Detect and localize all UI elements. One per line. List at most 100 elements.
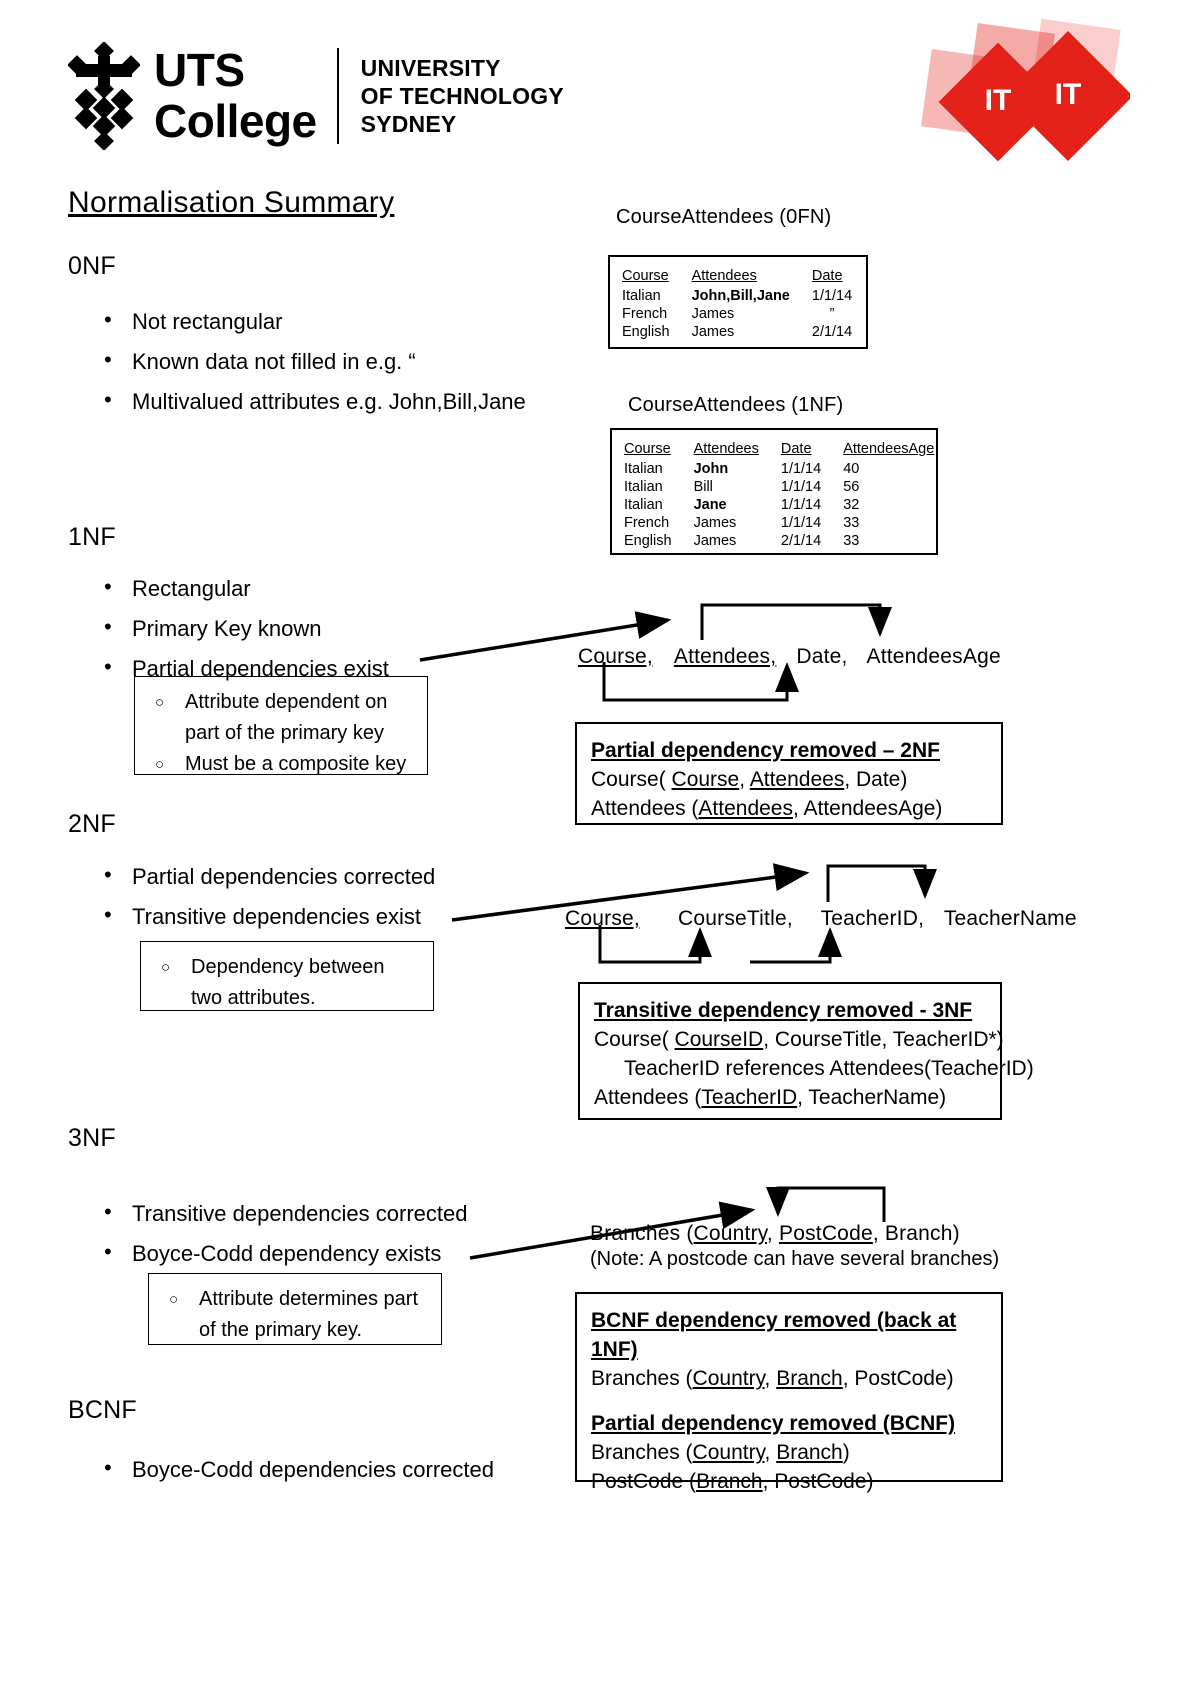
table-cell: French — [624, 515, 670, 531]
result-box-heading: Partial dependency removed – 2NF — [591, 739, 940, 762]
txt: Attendees ( — [594, 1086, 702, 1109]
it-diamonds-logo: IT IT — [910, 18, 1134, 173]
result-box-bcnf: BCNF dependency removed (back at 1NF) Br… — [575, 1292, 1003, 1493]
table-cell: Italian — [624, 497, 663, 513]
result-line-2: Branches (Country, Branch) — [591, 1438, 987, 1467]
dependency-bracket-bcnf — [766, 1186, 886, 1222]
dep-attr-teacherid: TeacherID, — [820, 907, 925, 930]
brand-line-1: UTS — [154, 44, 245, 96]
university-name: UNIVERSITY OF TECHNOLOGY SYDNEY — [361, 54, 564, 138]
table-cell: Jane — [693, 497, 727, 513]
txt: , — [764, 1367, 777, 1390]
table-cell: 33 — [843, 515, 860, 531]
txt: , Date) — [844, 768, 908, 791]
list-item: Boyce-Codd dependency exists — [92, 1235, 562, 1271]
list-item: Boyce-Codd dependencies corrected — [92, 1451, 562, 1487]
sub-item-text-cont: of the primary key. — [199, 1319, 363, 1341]
dep-attr-coursetitle: CourseTitle, — [678, 907, 793, 930]
table-cell: Bill — [693, 479, 713, 495]
txt: , PostCode) — [842, 1367, 954, 1390]
list-item: Must be a composite key — [145, 749, 415, 780]
uts-emblem-icon — [67, 41, 141, 151]
dep-attr-course: Course, — [578, 645, 653, 668]
table-row: French James 1/1/14 33 — [624, 514, 934, 532]
table-cell: Italian — [622, 288, 661, 304]
table-cell: 1/1/14 — [780, 461, 822, 477]
key-attendees: Attendees — [698, 797, 793, 820]
txt: ) — [842, 1441, 850, 1464]
dep-attr-attendeesage: AttendeesAge — [866, 645, 1001, 668]
table-cell: James — [693, 515, 737, 531]
txt: , CourseTitle, TeacherID*) — [763, 1028, 1004, 1051]
section-label-0nf: 0NF — [68, 252, 116, 280]
column-header: Attendees — [693, 441, 759, 457]
list-item: Transitive dependencies corrected — [92, 1195, 562, 1231]
table-cell: English — [622, 324, 670, 340]
txt: Branches ( — [591, 1367, 693, 1390]
table-cell: 40 — [843, 461, 860, 477]
bullet-list-3nf: Transitive dependencies corrected Boyce-… — [92, 1195, 562, 1277]
table-row: Italian Jane 1/1/14 32 — [624, 496, 934, 514]
txt: , AttendeesAge) — [792, 797, 943, 820]
table-row: Italian Bill 1/1/14 56 — [624, 478, 934, 496]
bullet-list-bcnf: Boyce-Codd dependencies corrected — [92, 1451, 562, 1493]
data-table-0nf: Course Attendees Date Italian John,Bill,… — [608, 255, 868, 349]
table-cell: 1/1/14 — [780, 497, 822, 513]
section-label-2nf: 2NF — [68, 810, 116, 838]
table-cell: John,Bill,Jane — [691, 288, 790, 304]
sub-item-text: Attribute dependent on — [185, 691, 388, 713]
result-box-heading-2: Partial dependency removed (BCNF) — [591, 1412, 956, 1435]
sub-note-box-1nf: Attribute dependent on part of the prima… — [134, 676, 428, 780]
list-item: Partial dependencies corrected — [92, 858, 562, 894]
key-branch: Branch — [696, 1470, 763, 1493]
it-badge-text-2: IT — [1055, 78, 1082, 111]
result-line-3: PostCode (Branch, PostCode) — [591, 1467, 987, 1496]
list-item: Attribute determines part of the primary… — [159, 1284, 429, 1346]
dep-attr-date: Date, — [796, 645, 848, 668]
postcode-note: (Note: A postcode can have several branc… — [590, 1248, 1000, 1270]
key-courseid: CourseID — [674, 1028, 764, 1051]
txt: , — [766, 1222, 779, 1245]
txt: , — [739, 768, 750, 791]
key-attendees: Attendees — [749, 768, 845, 791]
txt: Course( — [591, 768, 672, 791]
txt: Attendees ( — [591, 797, 699, 820]
brand-line-2: College — [154, 95, 317, 147]
list-item: Transitive dependencies exist — [92, 898, 562, 934]
table-cell: 32 — [843, 497, 860, 513]
table-cell: 33 — [843, 533, 860, 549]
result-box-heading-1: BCNF dependency removed (back at 1NF) — [591, 1309, 957, 1361]
list-item: Primary Key known — [92, 610, 572, 646]
dependency-row-2nf: Course, CourseTitle, TeacherID, TeacherN… — [565, 907, 1077, 931]
txt: , Branch) — [872, 1222, 960, 1245]
table-cell: 2/1/14 — [811, 324, 853, 340]
column-header: Course — [624, 441, 671, 457]
section-label-bcnf: BCNF — [68, 1396, 137, 1424]
key-teacherid: TeacherID — [701, 1086, 798, 1109]
txt: , — [764, 1441, 777, 1464]
table-header-row: Course Attendees Date AttendeesAge — [624, 440, 934, 460]
table-cell: ” — [829, 306, 835, 322]
table-cell: James — [691, 324, 735, 340]
table-cell: 1/1/14 — [780, 479, 822, 495]
list-item: Known data not filled in e.g. “ — [92, 343, 612, 379]
table-row: Italian John,Bill,Jane 1/1/14 — [622, 287, 874, 305]
column-header: Date — [811, 268, 843, 284]
sub-item-text-cont: two attributes. — [191, 987, 316, 1009]
table-cell: 1/1/14 — [811, 288, 853, 304]
result-box-3nf: Transitive dependency removed - 3NF Cour… — [578, 982, 1034, 1120]
column-header: Date — [780, 441, 812, 457]
table-cell: English — [624, 533, 672, 549]
table-cell: James — [691, 306, 735, 322]
key-country: Country — [693, 1222, 767, 1245]
uts-college-logo: UTS College UNIVERSITY OF TECHNOLOGY SYD… — [67, 41, 564, 151]
section-label-1nf: 1NF — [68, 523, 116, 551]
dep-attr-attendees: Attendees, — [673, 645, 777, 668]
table-caption-0nf: CourseAttendees (0FN) — [616, 206, 832, 228]
bullet-list-0nf: Not rectangular Known data not filled in… — [92, 303, 612, 425]
list-item: Dependency between two attributes. — [151, 952, 421, 1014]
it-badge-text-1: IT — [985, 84, 1012, 117]
txt: , PostCode) — [762, 1470, 874, 1493]
sub-item-text-cont: part of the primary key — [185, 722, 384, 744]
